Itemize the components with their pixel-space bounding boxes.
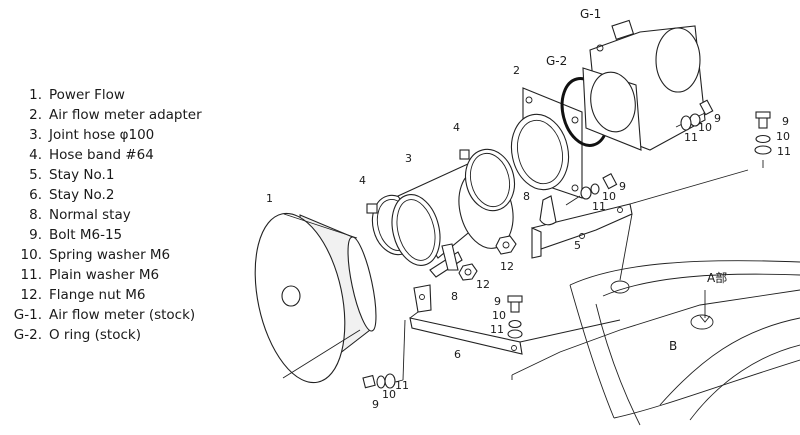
callout-10-e: 10 (382, 388, 396, 401)
legend-item-bolt: 9. Bolt M6-15 (0, 225, 250, 245)
legend-label: Stay No.2 (49, 187, 115, 203)
legend-label: Spring washer M6 (49, 247, 171, 263)
legend-number: 1. (29, 87, 42, 103)
legend-number: 5. (29, 167, 42, 183)
legend-label: Air flow meter adapter (49, 107, 202, 123)
bolt-set-upper-right (675, 99, 714, 131)
legend-label: Bolt M6-15 (49, 227, 123, 243)
legend-item-power-flow: 1. Power Flow (0, 85, 250, 105)
callout-5: 5 (574, 239, 581, 252)
flange-nut-lower (458, 263, 478, 281)
normal-stay-lower (429, 243, 463, 278)
legend-label: Hose band #64 (49, 147, 154, 163)
callout-1: 1 (266, 192, 273, 205)
legend-number: 8. (29, 207, 42, 223)
callout-g2: G-2 (546, 54, 567, 68)
flange-nut-upper (495, 235, 517, 255)
bolt-set-far-right (754, 111, 772, 168)
legend-item-hose-band: 4. Hose band #64 (0, 145, 250, 165)
callout-part-b: B (669, 339, 677, 353)
legend-label: Stay No.1 (49, 167, 115, 183)
callout-9-a: 9 (714, 112, 721, 125)
legend-item-air-flow-meter: G-1. Air flow meter (stock) (0, 305, 250, 325)
legend-number: 3. (29, 127, 42, 143)
callout-4-upper: 4 (453, 121, 460, 134)
callout-3: 3 (405, 152, 412, 165)
legend-item-spring-washer: 10. Spring washer M6 (0, 245, 250, 265)
legend-number: G-1. (13, 307, 42, 323)
legend-number: 10. (20, 247, 42, 263)
legend-label: Plain washer M6 (49, 267, 160, 283)
callout-11-e: 11 (395, 379, 409, 392)
legend-label: Joint hose φ100 (49, 127, 155, 143)
legend-label: O ring (stock) (49, 327, 141, 343)
callout-2: 2 (513, 64, 520, 77)
legend-item-stay-no2: 6. Stay No.2 (0, 185, 250, 205)
legend-number: 9. (29, 227, 42, 243)
callout-10-d: 10 (492, 309, 506, 322)
bolt-set-middle (507, 295, 523, 339)
legend-number: 2. (29, 107, 42, 123)
stay-no2 (402, 284, 621, 381)
mount-hole-b (690, 314, 714, 330)
stay-no1 (531, 169, 749, 281)
callout-11-d: 11 (490, 323, 504, 336)
callout-part-a: A部 (707, 270, 727, 285)
legend-label: Air flow meter (stock) (49, 307, 196, 323)
callout-9-c: 9 (619, 180, 626, 193)
legend-number: 11. (20, 267, 42, 283)
legend-item-stay-no1: 5. Stay No.1 (0, 165, 250, 185)
legend-label: Power Flow (49, 87, 125, 103)
legend-number: 4. (29, 147, 42, 163)
legend-number: 12. (20, 287, 42, 303)
callout-9-d: 9 (494, 295, 501, 308)
bolt-set-lower-left (362, 373, 404, 389)
callout-8-lower: 8 (451, 290, 458, 303)
callout-4-lower: 4 (359, 174, 366, 187)
legend-item-normal-stay: 8. Normal stay (0, 205, 250, 225)
callout-12-lower: 12 (476, 278, 490, 291)
legend-item-flange-nut: 12. Flange nut M6 (0, 285, 250, 305)
normal-stay-upper (539, 195, 557, 226)
legend-item-joint-hose: 3. Joint hose φ100 (0, 125, 250, 145)
legend-label: Normal stay (49, 207, 131, 223)
hose-band-upper (459, 148, 516, 212)
legend-label: Flange nut M6 (49, 287, 146, 303)
parts-legend: 1. Power Flow 2. Air flow meter adapter 3.… (0, 85, 250, 345)
legend-number: 6. (29, 187, 42, 203)
legend-item-plain-washer: 11. Plain washer M6 (0, 265, 250, 285)
air-flow-meter-adapter (510, 87, 583, 199)
callout-11-a: 11 (684, 131, 698, 144)
callout-10-b: 10 (776, 130, 790, 143)
air-flow-meter (582, 19, 706, 151)
callout-10-a: 10 (698, 121, 712, 134)
bolt-set-stay5 (565, 173, 618, 206)
callout-11-b: 11 (777, 145, 791, 158)
callout-6: 6 (454, 348, 461, 361)
callout-g1: G-1 (580, 7, 601, 21)
legend-item-o-ring: G-2. O ring (stock) (0, 325, 250, 345)
legend-number: G-2. (13, 327, 42, 343)
callout-9-b: 9 (782, 115, 789, 128)
power-flow-filter (254, 212, 377, 384)
callout-11-c: 11 (592, 200, 606, 213)
car-body-outline (511, 260, 800, 426)
callout-8-upper: 8 (523, 190, 530, 203)
callout-10-c: 10 (602, 190, 616, 203)
mount-hole-a (610, 280, 630, 294)
callout-9-e: 9 (372, 398, 379, 411)
legend-item-air-flow-meter-adapter: 2. Air flow meter adapter (0, 105, 250, 125)
callout-12-upper: 12 (500, 260, 514, 273)
